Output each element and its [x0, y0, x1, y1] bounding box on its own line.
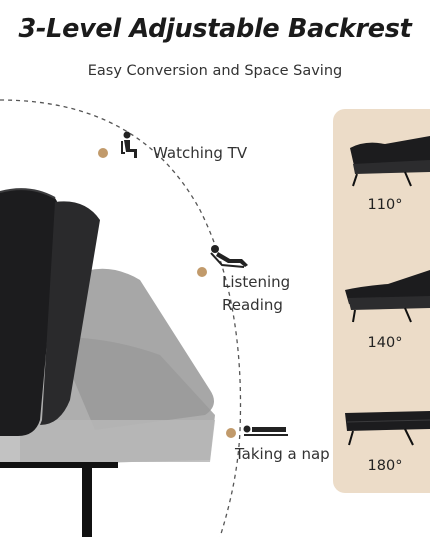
position-label-nap: Taking a nap	[235, 445, 330, 463]
sofa-recline-illustration	[0, 188, 215, 537]
sitting-person-icon	[121, 131, 137, 158]
angle-label-140: 140°	[367, 335, 403, 351]
page-subtitle: Easy Conversion and Space Saving	[87, 63, 343, 79]
reclining-person-icon	[210, 245, 248, 268]
position-label-listening: Listening Reading	[222, 273, 291, 314]
sofa-110-thumbnail	[350, 136, 430, 187]
angle-label-110: 110°	[367, 197, 403, 213]
angle-label-180: 180°	[367, 458, 403, 474]
position-dot	[197, 267, 207, 277]
lying-person-icon	[243, 425, 288, 436]
position-dot	[226, 428, 236, 438]
position-dot	[98, 148, 108, 158]
sofa-140-thumbnail	[345, 270, 430, 323]
position-label-watching: Watching TV	[153, 144, 248, 162]
sofa-180-thumbnail	[345, 411, 430, 446]
page-title: 3-Level Adjustable Backrest	[18, 14, 412, 44]
